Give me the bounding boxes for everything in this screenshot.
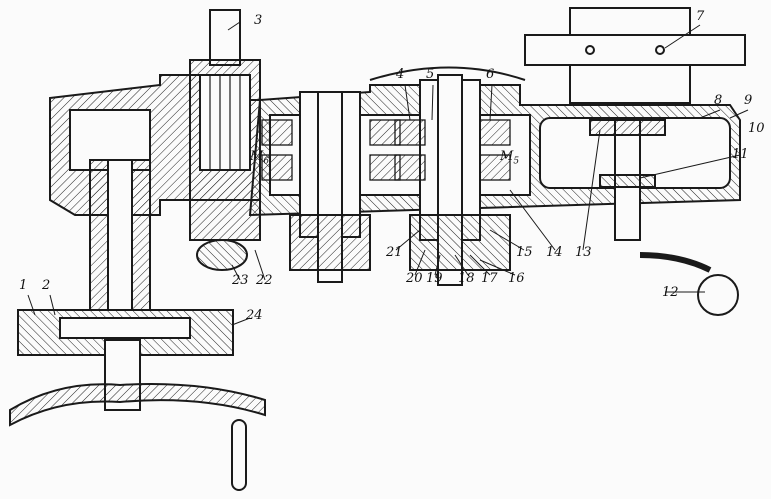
callout-5: 5 <box>426 67 435 82</box>
clutch-m5-subscript: 5 <box>513 156 520 167</box>
clutch-label-m6: M6 <box>250 150 269 167</box>
callout-6: 6 <box>486 67 495 82</box>
handwheel <box>9 383 266 427</box>
callout-13: 13 <box>575 245 592 260</box>
callout-24: 24 <box>246 308 263 323</box>
callout-19: 19 <box>426 271 443 286</box>
callout-1: 1 <box>19 278 28 293</box>
callout-23: 23 <box>232 273 249 288</box>
callout-21: 21 <box>386 245 403 260</box>
callout-18: 18 <box>458 271 475 286</box>
callout-9: 9 <box>744 93 753 108</box>
callout-7: 7 <box>696 9 705 24</box>
callout-14: 14 <box>546 245 563 260</box>
callout-16: 16 <box>508 271 525 286</box>
callout-11: 11 <box>732 147 749 162</box>
callout-12: 12 <box>662 285 679 300</box>
lever-12 <box>639 252 712 273</box>
callout-8: 8 <box>714 93 723 108</box>
callout-20: 20 <box>406 271 423 286</box>
clutch-m6-letter: M <box>250 149 264 164</box>
clutch-m5-letter: M <box>500 149 514 164</box>
callout-17: 17 <box>481 271 498 286</box>
callout-10: 10 <box>748 121 765 136</box>
clutch-label-m5: M5 <box>500 150 519 167</box>
shaft-3 <box>209 9 241 66</box>
callout-15: 15 <box>516 245 533 260</box>
callout-3: 3 <box>254 13 263 28</box>
callout-22: 22 <box>256 273 273 288</box>
callout-2: 2 <box>42 278 51 293</box>
callout-4: 4 <box>396 67 405 82</box>
clutch-m6-subscript: 6 <box>263 156 270 167</box>
